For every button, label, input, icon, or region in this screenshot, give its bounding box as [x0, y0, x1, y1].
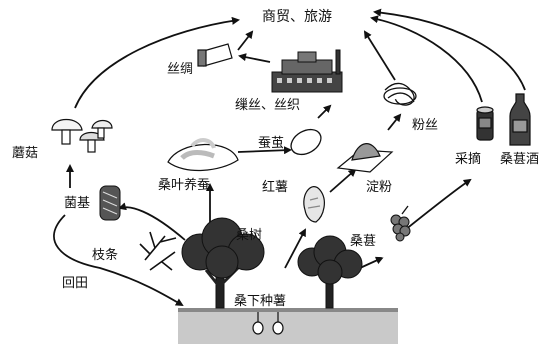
label-silk-weaving: 缫丝、丝织	[235, 98, 301, 113]
arrow-mushroom-to-trade	[74, 16, 240, 109]
label-return-field: 回田	[62, 276, 89, 291]
arrow-starch-to-vermicelli	[387, 113, 402, 131]
label-picking: 采摘	[455, 152, 482, 167]
arrow-tree-to-fruit	[359, 256, 384, 269]
arrow-potato-to-starch	[329, 168, 357, 193]
arrow-silkworm-to-cocoon	[237, 146, 292, 155]
factory-icon	[271, 49, 343, 93]
sweet-potato-roots	[252, 312, 284, 335]
label-trade-tourism: 商贸、旅游	[262, 9, 332, 25]
branches-icon	[139, 231, 177, 271]
vermicelli-icon	[383, 82, 417, 106]
label-branches: 枝条	[92, 248, 119, 263]
label-sweet-potato: 红薯	[262, 180, 289, 195]
label-cocoon: 蚕茧	[258, 136, 285, 151]
arrow-weaving-to-silkcloth	[238, 53, 271, 63]
arrow-silk-to-trade	[237, 30, 254, 51]
label-starch: 淀粉	[366, 180, 393, 195]
arrow-planting-to-potato	[284, 228, 306, 269]
starch-icon	[336, 143, 394, 173]
arrow-cocoon-to-weaving	[317, 104, 332, 119]
label-mulberry-wine: 桑葚酒	[500, 152, 540, 167]
drink-can-icon	[476, 106, 494, 141]
label-silkworm: 桑叶养蚕	[158, 178, 211, 193]
label-vermicelli: 粉丝	[412, 118, 439, 133]
wine-bottle-icon	[509, 93, 531, 146]
silk-cloth-icon	[197, 43, 233, 67]
label-mulberry-tree: 桑树	[236, 228, 263, 243]
label-mushroom: 蘑菇	[12, 146, 39, 161]
arrow-wine-to-trade	[373, 8, 526, 91]
arrow-vermicelli-to-trade	[363, 30, 396, 81]
label-mulberry-fruit: 桑葚	[350, 234, 377, 249]
ground	[178, 308, 398, 344]
label-under-planting: 桑下种薯	[234, 294, 287, 309]
mushroom-icon	[51, 118, 113, 153]
mulberry-tree-left	[181, 217, 265, 309]
silkworm-icon	[167, 138, 239, 172]
arrow-return-to-ground	[53, 214, 184, 307]
arrow-picking-to-trade	[370, 15, 483, 103]
fungus-base-icon	[99, 185, 121, 221]
arrow-tree-to-fungus	[118, 202, 186, 241]
sweet-potato-icon	[303, 186, 325, 223]
label-silk-cloth: 丝绸	[167, 62, 194, 77]
mulberry-fruit-icon	[390, 205, 411, 242]
cocoon-icon	[290, 128, 322, 156]
flow-arrows	[53, 8, 526, 307]
arrow-fruit-to-picking	[404, 178, 472, 231]
label-fungus-base: 菌基	[64, 196, 91, 211]
mulberry-tree-right	[297, 235, 363, 309]
